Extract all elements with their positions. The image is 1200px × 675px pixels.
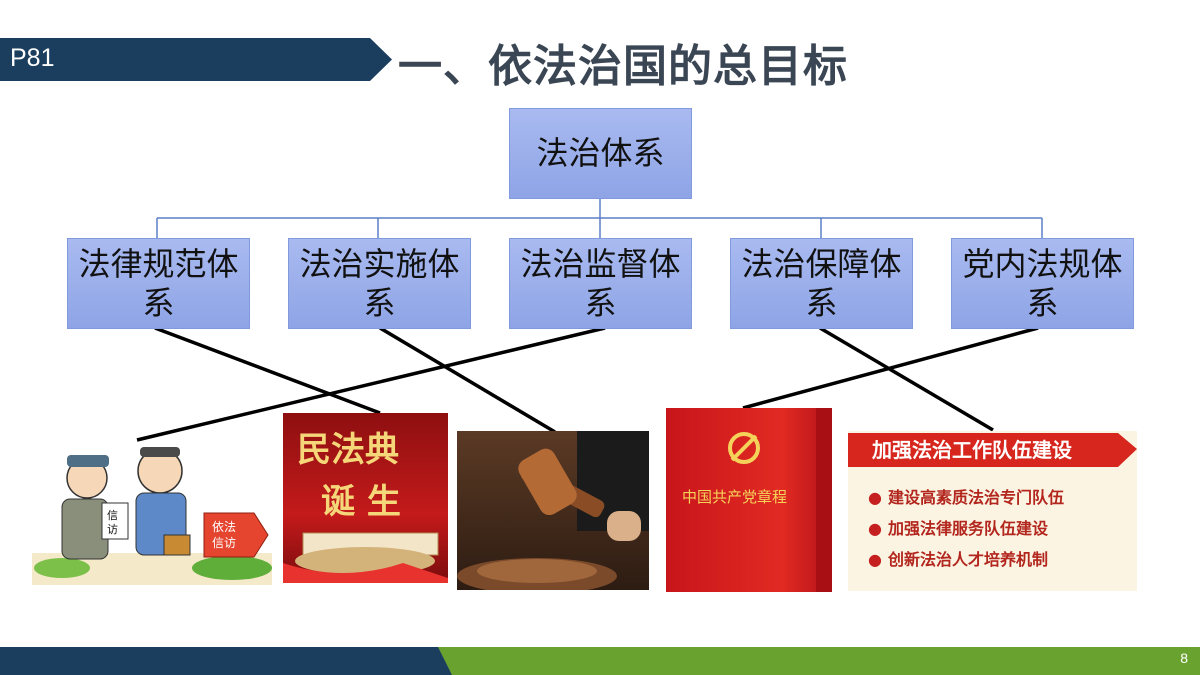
match-line-1 (154, 326, 381, 415)
page-badge-label: P81 (10, 44, 55, 72)
svg-text:信访: 信访 (212, 536, 236, 550)
team-item-1: ●建设高素质法治专门队伍 (868, 488, 1064, 507)
team-building-title: 加强法治工作队伍建设 (872, 438, 1072, 462)
node-legal-norms: 法律规范体系 (67, 238, 250, 329)
team-building-image (848, 431, 1137, 591)
page-number: 8 (1180, 650, 1188, 666)
page-title: 一、依法治国的总目标 (398, 41, 848, 92)
party-book-title: 中国共产党章程 (682, 488, 787, 506)
node-party-regulations: 党内法规体系 (951, 238, 1134, 329)
party-constitution-image: 中国共产党章程 (666, 408, 832, 592)
svg-text:信: 信 (107, 509, 118, 522)
gavel-image (457, 431, 649, 590)
team-item-2: ●加强法律服务队伍建设 (868, 519, 1048, 538)
team-item-3: ●创新法治人才培养机制 (868, 550, 1048, 569)
svg-text:依法: 依法 (212, 519, 236, 534)
footer-bar (0, 647, 1200, 675)
svg-text:访: 访 (107, 523, 118, 536)
node-guarantee: 法治保障体系 (730, 238, 913, 329)
root-node: 法治体系 (509, 108, 692, 199)
petition-cartoon-image: 信 访 依法 信访 (32, 443, 272, 585)
match-line-4 (819, 326, 994, 432)
node-implementation: 法治实施体系 (288, 238, 471, 329)
node-supervision: 法治监督体系 (509, 238, 692, 329)
civil-code-image: 民法典 诞 生 (283, 413, 448, 583)
page-badge-shape (0, 38, 392, 81)
match-line-2 (379, 326, 556, 434)
svg-text:诞 生: 诞 生 (321, 482, 401, 522)
match-line-3 (136, 326, 606, 442)
match-line-5 (742, 326, 1039, 410)
svg-text:民法典: 民法典 (297, 430, 399, 470)
